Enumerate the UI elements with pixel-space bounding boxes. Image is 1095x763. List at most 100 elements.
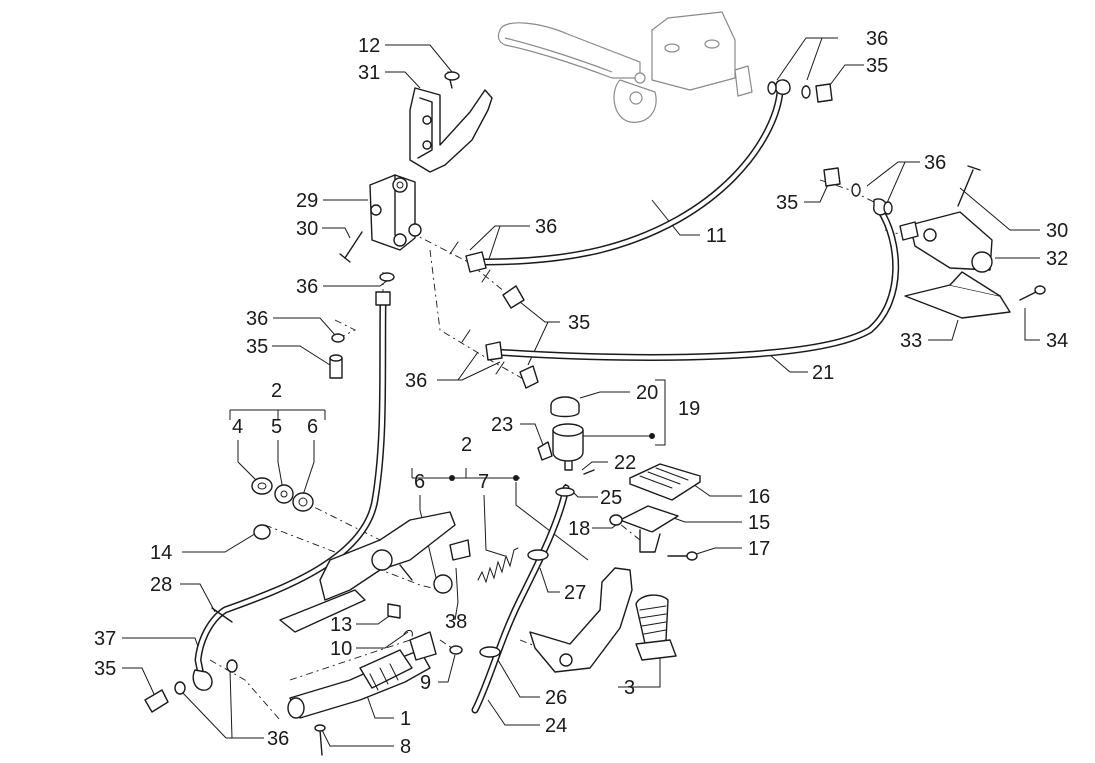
washer-5: [274, 484, 294, 504]
callout-22: 22: [614, 452, 636, 474]
reservoir-cap-20: [550, 396, 580, 418]
callout-35: 35: [776, 192, 798, 214]
bolt-13: [387, 603, 401, 619]
washer-36-top: [379, 272, 395, 282]
callout-6: 6: [414, 471, 425, 493]
callout-35: 35: [866, 55, 888, 77]
callout-18: 18: [568, 518, 590, 540]
washers-36-mid: [449, 241, 505, 375]
washer-36-bottom: [174, 659, 238, 695]
clip-27: [527, 549, 549, 561]
washers-36-right: [851, 183, 893, 215]
handlebar-master-cylinder-ghost: [497, 11, 753, 123]
washer-36-left: [331, 333, 345, 343]
bolt-8: [314, 724, 326, 756]
callout-23: 23: [491, 414, 513, 436]
callout-33: 33: [900, 330, 922, 352]
callout-16: 16: [748, 486, 770, 508]
callout-labels: 12 31 29 30 36 36 35 2 4 5 6 14 28 37 35…: [94, 28, 1068, 758]
bushing-6-left: [292, 492, 314, 512]
pedal-bracket: [279, 511, 456, 633]
bracket-33: [904, 271, 1011, 319]
callout-2: 2: [461, 434, 472, 456]
callout-6: 6: [307, 416, 318, 438]
bracket-31: [409, 87, 493, 173]
callout-36: 36: [535, 216, 557, 238]
caliper-32: [899, 211, 993, 273]
clip-10: [403, 629, 413, 637]
pedal-rubber-16: [629, 463, 701, 501]
screw-22: [583, 469, 595, 475]
hose-24: [471, 484, 570, 714]
callout-9: 9: [420, 672, 431, 694]
bolt-30-left: [339, 231, 363, 263]
callout-3: 3: [624, 677, 635, 699]
callout-29: 29: [296, 190, 318, 212]
callout-34: 34: [1046, 330, 1068, 352]
callout-36: 36: [267, 728, 289, 750]
callout-36: 36: [866, 28, 888, 50]
callout-32: 32: [1046, 248, 1068, 270]
banjo-bolt-35-bottom: [144, 689, 169, 713]
hose-11: [465, 79, 791, 273]
banjo-bolt-35-top: [815, 83, 833, 103]
group-markers: [449, 433, 655, 481]
banjo-bolt-35-left: [329, 354, 343, 379]
clamp-23: [537, 441, 553, 461]
nut-14: [253, 524, 271, 540]
washers-36-top-right: [767, 81, 811, 99]
callout-36: 36: [246, 308, 268, 330]
callout-35: 35: [568, 312, 590, 334]
callout-1: 1: [400, 708, 411, 730]
callout-35: 35: [246, 336, 268, 358]
callout-27: 27: [564, 582, 586, 604]
banjo-bolt-35-right: [823, 167, 841, 187]
banjo-bolt-35-mid-lower: [519, 365, 539, 389]
master-cylinder-1: [287, 631, 437, 719]
bolt-30-right: [957, 165, 981, 207]
bolt-34: [1019, 285, 1046, 301]
callout-37: 37: [94, 628, 116, 650]
callout-36: 36: [405, 370, 427, 392]
pin-9: [449, 645, 463, 655]
callout-13: 13: [330, 614, 352, 636]
bolt-12: [444, 71, 460, 89]
callout-12: 12: [358, 35, 380, 57]
callout-35: 35: [94, 658, 116, 680]
callout-36: 36: [296, 276, 318, 298]
callout-20: 20: [636, 382, 658, 404]
switch-38: [449, 539, 471, 561]
nut-18: [609, 514, 623, 526]
bolt-17: [667, 551, 698, 561]
callout-24: 24: [545, 715, 567, 737]
callout-19: 19: [678, 398, 700, 420]
reservoir-19: [552, 423, 584, 471]
washer-6-right: [433, 574, 453, 594]
callout-14: 14: [150, 542, 172, 564]
clip-25: [555, 487, 575, 497]
callout-28: 28: [150, 574, 172, 596]
callout-8: 8: [400, 736, 411, 758]
hose-21: [485, 198, 900, 361]
brake-pedal: [529, 567, 633, 673]
callout-25: 25: [600, 487, 622, 509]
pedal-plate-15: [619, 505, 679, 553]
callout-21: 21: [812, 362, 834, 384]
callout-31: 31: [358, 62, 380, 84]
callout-7: 7: [478, 471, 489, 493]
spring-7: [477, 547, 519, 584]
bushing-4: [251, 477, 273, 495]
callout-38: 38: [445, 611, 467, 633]
leader-lines: [122, 37, 1040, 747]
callout-10: 10: [330, 638, 352, 660]
callout-2: 2: [271, 380, 282, 402]
callout-26: 26: [545, 687, 567, 709]
hose-28: [192, 291, 391, 691]
callout-5: 5: [271, 416, 282, 438]
callout-36: 36: [924, 152, 946, 174]
callout-30: 30: [296, 218, 318, 240]
callout-4: 4: [232, 416, 243, 438]
callout-30: 30: [1046, 220, 1068, 242]
brake-distributor-29: [369, 174, 422, 251]
